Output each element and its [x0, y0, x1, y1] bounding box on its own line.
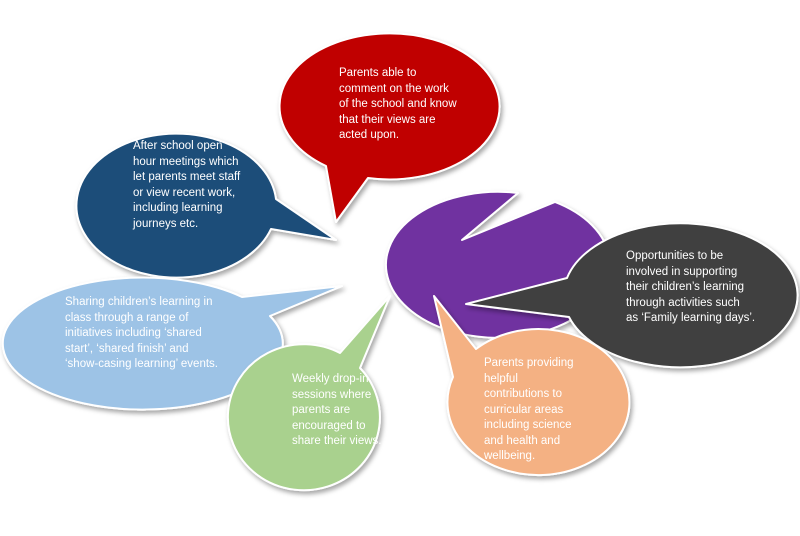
bubble-dark-text: Opportunities to be involved in supporti…	[626, 250, 756, 324]
bubble-navy-text: After school open hour meetings which le…	[133, 140, 241, 230]
bubble-orange	[433, 295, 631, 477]
bubble-red	[278, 32, 501, 223]
bubble-red-shape	[278, 32, 501, 223]
bubble-navy-shape	[75, 132, 337, 279]
bubble-orange-shape	[433, 295, 631, 477]
bubble-green-shape	[226, 295, 391, 492]
bubble-purple-text: The school providing a range of successf…	[554, 108, 663, 182]
bubble-green-text: Weekly drop-in sessions where parents ar…	[292, 373, 382, 447]
bubble-lightblue-text: Sharing children’s learning in class thr…	[65, 296, 218, 370]
bubble-orange-text: Parents providing helpful contributions …	[484, 357, 574, 462]
bubble-navy	[75, 132, 337, 279]
bubble-green	[226, 295, 391, 492]
bubble-dark	[465, 222, 799, 369]
bubble-dark-shape	[465, 222, 799, 369]
bubble-red-text: Parents able to comment on the work of t…	[339, 67, 457, 141]
